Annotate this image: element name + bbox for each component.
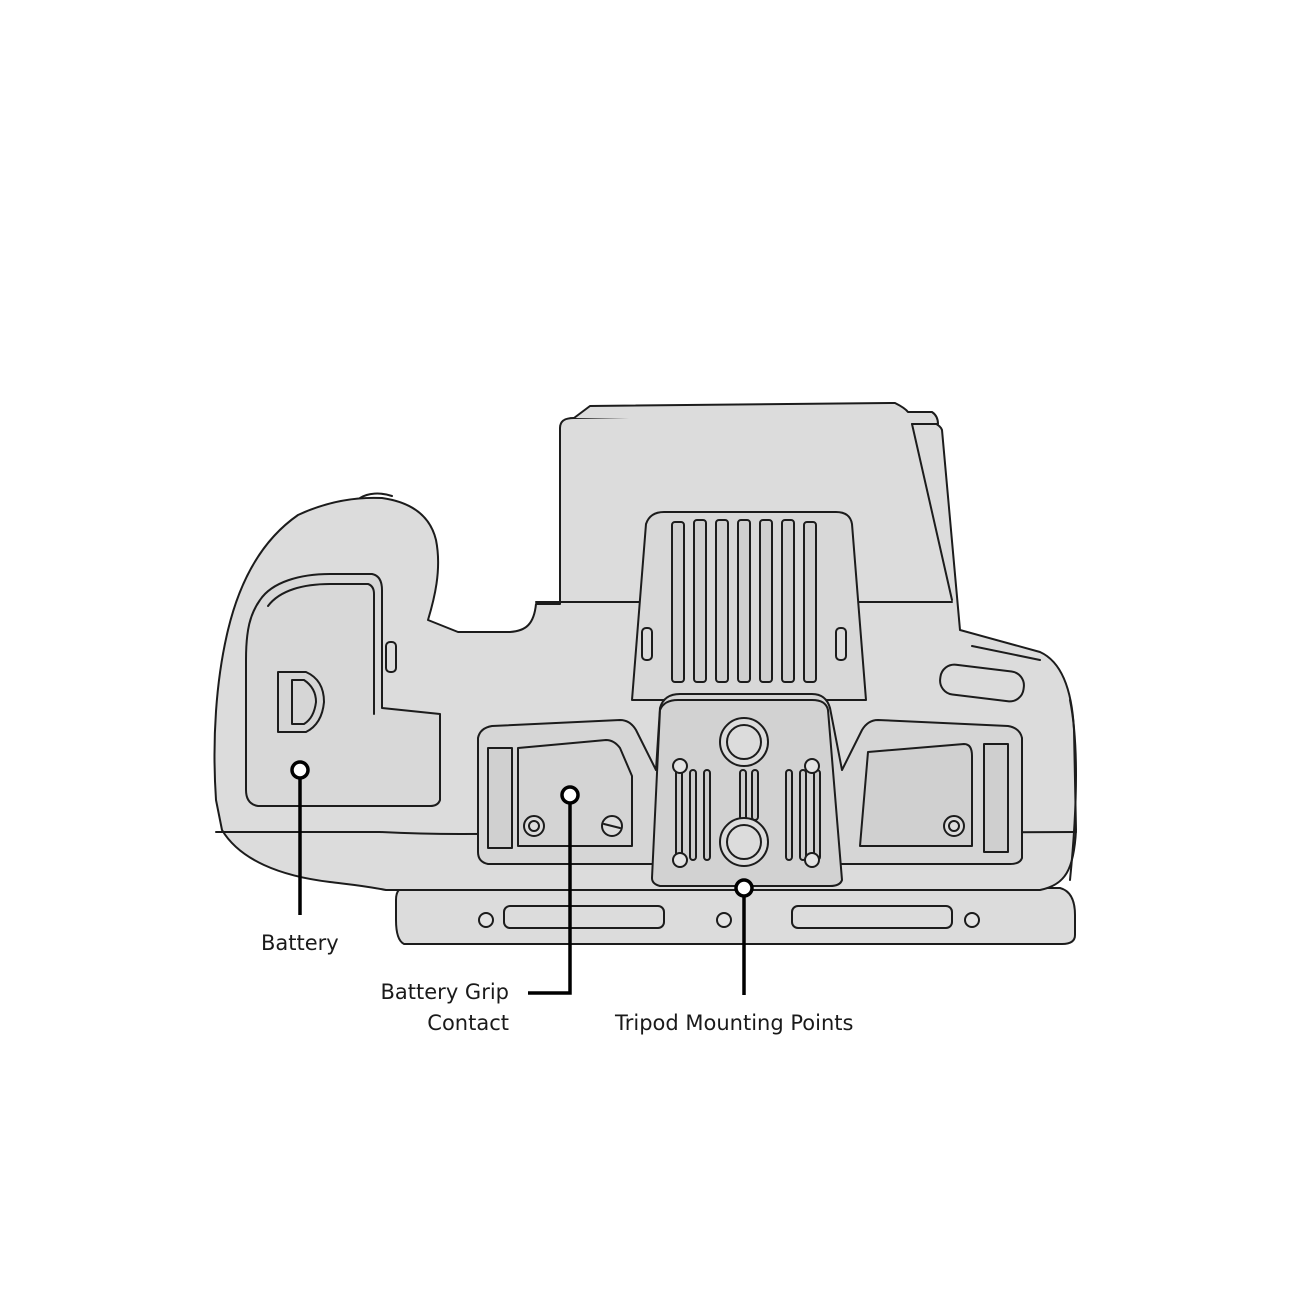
vent-slots xyxy=(671,519,817,683)
grip-side-tab xyxy=(385,641,397,673)
tripod-mount-hole-lower-inner xyxy=(726,824,762,860)
callout-label-grip-line2: Contact xyxy=(427,1011,509,1035)
callout-label-battery-grip-contact: Battery Grip Contact xyxy=(381,977,509,1039)
callout-label-tripod-text: Tripod Mounting Points xyxy=(615,1011,854,1035)
base-screws xyxy=(478,912,980,928)
battery-latch-inner xyxy=(291,679,317,725)
hump-side-line xyxy=(911,423,953,601)
base-slot-right xyxy=(791,905,953,929)
body-belt-line xyxy=(215,831,1077,835)
battery-door xyxy=(245,573,441,807)
battery-door-inner xyxy=(267,583,375,715)
right-panel-screw-inner xyxy=(948,820,960,832)
tripod-mount-hole-upper-inner xyxy=(726,724,762,760)
side-pill-button xyxy=(939,663,1025,703)
plate-screws xyxy=(672,758,820,868)
callout-marker-tripod xyxy=(734,878,754,898)
grip-edge xyxy=(359,492,393,499)
callout-leader-grip-contact xyxy=(528,803,572,995)
callout-marker-grip-contact xyxy=(560,785,580,805)
grip-contact-screw-right-slot xyxy=(603,823,621,829)
right-edge xyxy=(1069,699,1077,881)
base-plate xyxy=(395,887,1076,945)
right-recess xyxy=(859,743,973,847)
right-recess-slot xyxy=(983,743,1009,853)
vent-clip-left xyxy=(641,627,653,661)
callout-label-grip-line1: Battery Grip xyxy=(380,980,509,1004)
side-ridge xyxy=(971,645,1041,661)
callout-label-battery-text: Battery xyxy=(261,931,339,955)
callout-label-tripod-mounting-points: Tripod Mounting Points xyxy=(615,1008,853,1039)
base-slot-left xyxy=(503,905,665,929)
callout-marker-battery xyxy=(290,760,310,780)
grip-contact-screw-left-inner xyxy=(528,820,540,832)
left-recess xyxy=(487,747,513,849)
top-hump xyxy=(573,402,939,425)
callout-label-battery: Battery xyxy=(261,928,339,959)
vent-clip-right xyxy=(835,627,847,661)
